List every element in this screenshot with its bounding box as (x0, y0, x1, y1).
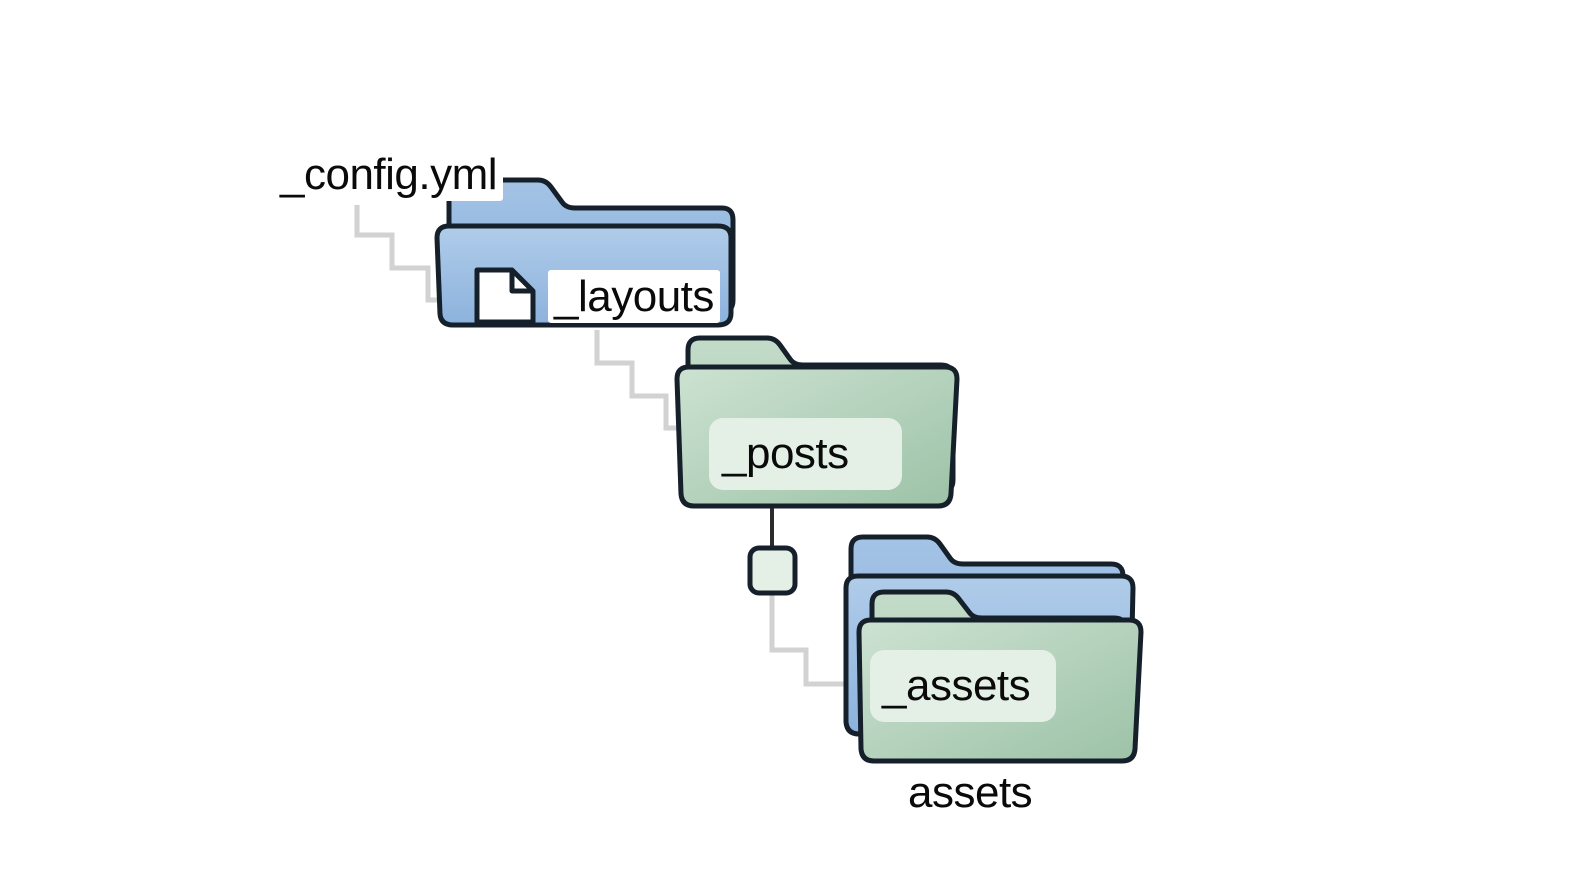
node-label-assets-outer: assets (908, 768, 1033, 817)
folder-posts[interactable] (674, 335, 960, 509)
node-label-layouts: _layouts (548, 270, 720, 323)
node-label-config: _config.yml (274, 148, 504, 201)
edge-junction-to-assets (769, 592, 872, 687)
document-icon-fold (509, 270, 533, 294)
node-label-assets-inner: _assets (882, 661, 1031, 710)
label-plate-assets (870, 650, 1056, 722)
node-label-posts: _posts (722, 429, 849, 478)
document-icon-config[interactable] (474, 267, 536, 325)
label-plate-posts (709, 418, 902, 490)
edge-layouts-to-posts (594, 330, 705, 431)
square-node-icon-junction[interactable] (747, 545, 798, 596)
folder-assets[interactable] (843, 534, 1144, 764)
edge-config-to-layouts (354, 205, 500, 303)
